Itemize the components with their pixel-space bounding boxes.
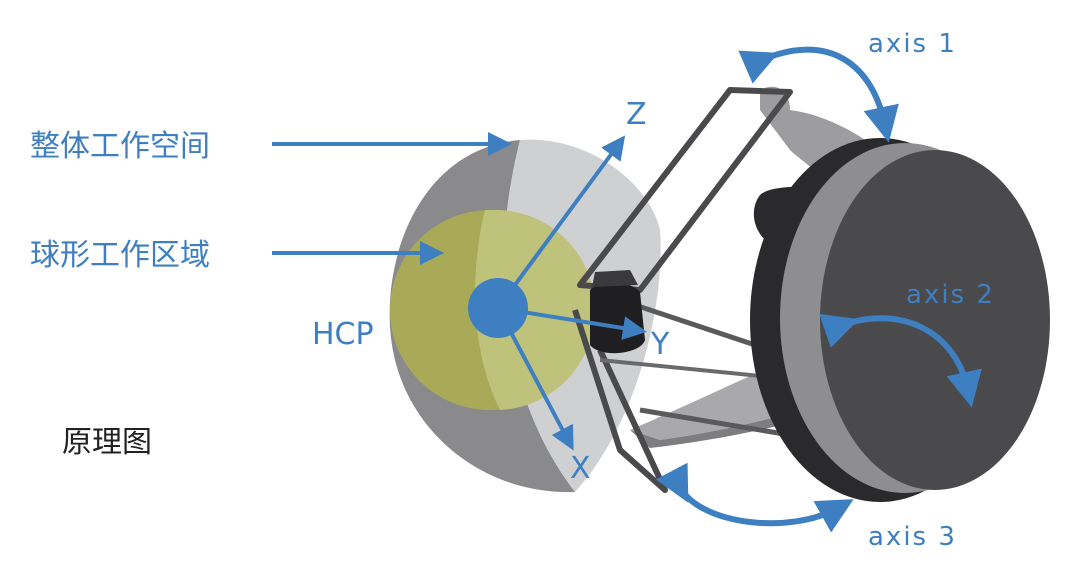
- sphere-zone-label: 球形工作区域: [30, 238, 210, 273]
- axis3-rotation-arrow: [655, 462, 854, 533]
- axis3-label: axis 3: [868, 522, 957, 552]
- handle-body: [590, 282, 645, 354]
- lower-arm-shadow: [630, 400, 835, 448]
- axis1-rotation-arrow: [738, 46, 899, 143]
- axis-z-arrow: [496, 135, 626, 310]
- axis2-label: axis 2: [906, 280, 995, 310]
- diagram-caption: 原理图: [62, 425, 152, 460]
- rotation-arrows: [655, 46, 982, 533]
- axis-y-label: Y: [650, 327, 670, 362]
- label-pointers: [272, 132, 512, 265]
- text-labels: 整体工作空间 球形工作区域 HCP 原理图 Z Y X axis 1 axis …: [30, 29, 995, 552]
- zone-circle-light: [475, 209, 596, 410]
- workspace-label: 整体工作空间: [30, 129, 210, 164]
- handle-cap: [592, 270, 638, 287]
- axis-x-label: X: [570, 451, 591, 486]
- hcp-point: [468, 278, 528, 338]
- axis1-label: axis 1: [868, 29, 957, 59]
- rod-frame-lower: [572, 309, 668, 493]
- coordinate-axes: [468, 135, 647, 451]
- axis-z-label: Z: [626, 97, 647, 132]
- hcp-label: HCP: [312, 317, 374, 352]
- axis2-rotation-arrow: [819, 313, 982, 408]
